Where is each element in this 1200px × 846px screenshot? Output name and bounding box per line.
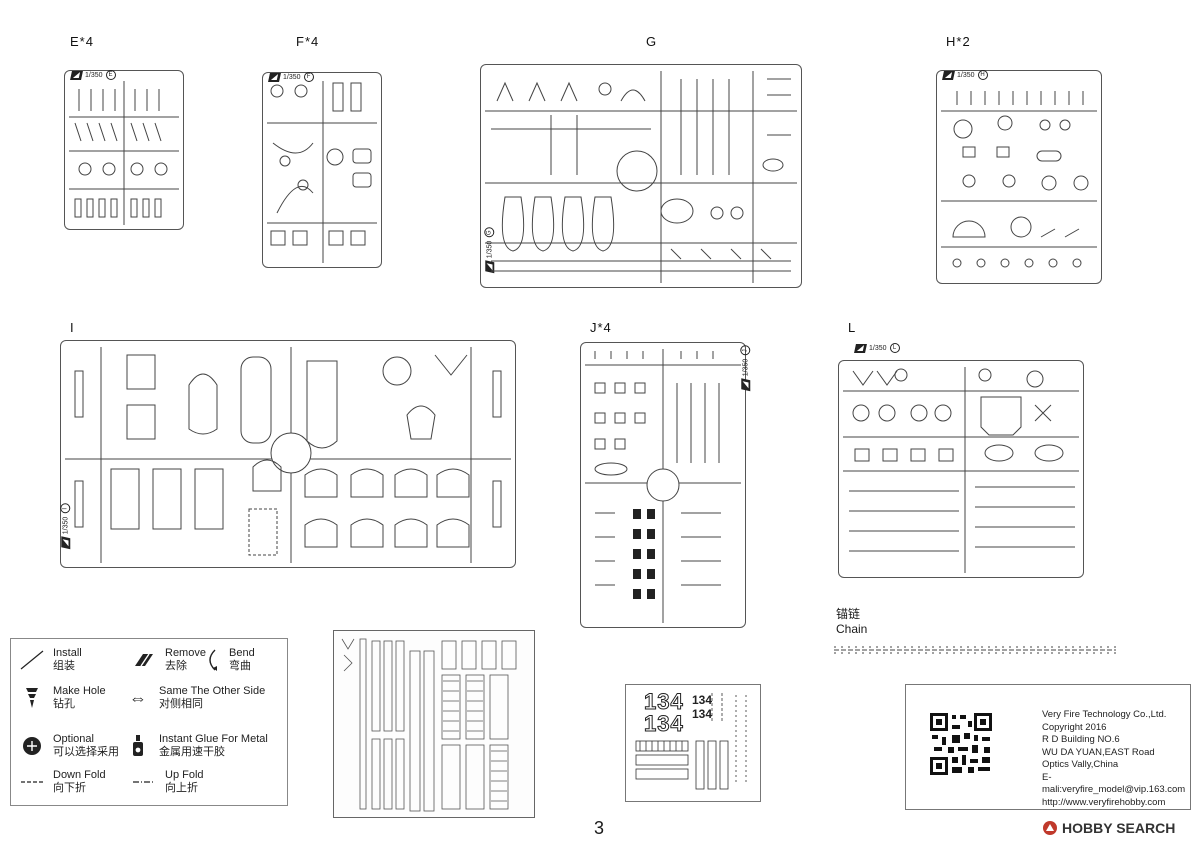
sprue-f: ◢ 1/350 F — [262, 72, 382, 268]
legend-make-hole-en: Make Hole — [53, 685, 106, 697]
sprue-circle-letter: L — [889, 343, 900, 353]
legend-down-fold-cn: 向下折 — [53, 782, 86, 794]
chain-drawing — [834, 646, 1116, 654]
chain-label: Chain — [836, 622, 868, 636]
decal-number-small: 134 — [692, 693, 713, 707]
legend-install-cn: 组装 — [53, 660, 75, 672]
sprue-label-j: J*4 — [590, 320, 612, 335]
sprue-j: ◢ 1/350 J — [580, 342, 751, 628]
scale-tag-l: ◢ 1/350 L — [854, 343, 900, 353]
drill-icon — [17, 685, 47, 711]
sprue-label-l: L — [848, 320, 857, 335]
scale-text: 1/350 — [957, 71, 975, 79]
legend-glue-en: Instant Glue For Metal — [159, 733, 268, 745]
sprue-e: ◢ 1/350 E — [64, 70, 184, 230]
sprue-circle-letter: E — [105, 70, 116, 80]
legend-bend-cn: 弯曲 — [229, 660, 251, 672]
double-arrow-icon: ⇔ — [129, 687, 147, 708]
legend-same-side-cn: 对侧相同 — [159, 698, 203, 710]
legend-glue-cn: 金属用速干胶 — [159, 746, 225, 758]
scale-tag-e: ◢ 1/350 E — [70, 70, 116, 80]
watermark-text: HOBBY SEARCH — [1062, 820, 1176, 836]
sprue-i-parts — [65, 347, 511, 563]
sprue-j-parts — [585, 349, 741, 623]
chain-label-cn: 锚链 — [836, 607, 861, 621]
decal-sheet: 134 134 134 134 — [625, 684, 761, 802]
sprue-i: ◢ 1/350 I — [60, 340, 516, 568]
sprue-h-parts — [941, 91, 1097, 268]
company-name: Very Fire Technology Co.,Ltd. — [1042, 709, 1167, 720]
legend-make-hole-cn: 钻孔 — [53, 698, 75, 710]
sprue-label-e: E*4 — [70, 34, 94, 49]
legend-install-en: Install — [53, 647, 82, 659]
sprue-circle-letter: H — [977, 70, 988, 80]
decal-number-small-2: 134 — [692, 707, 713, 721]
hobby-search-logo-icon — [1043, 821, 1057, 835]
sprue-tag-icon: ◢ — [854, 343, 867, 353]
sprue-g: ◢ 1/350 G — [480, 64, 802, 288]
scale-text: 1/350 — [869, 344, 887, 352]
legend-optional-cn: 可以选择采用 — [53, 746, 119, 758]
sprue-label-g: G — [646, 34, 658, 49]
sprue-l-parts — [843, 367, 1079, 573]
address-line-3: Optics Vally,China — [1042, 759, 1119, 770]
address-line-2: WU DA YUAN,EAST Road — [1042, 746, 1155, 758]
legend-bend-en: Bend — [229, 647, 255, 659]
legend-remove-en: Remove — [165, 647, 206, 659]
up-fold-icon — [129, 769, 159, 795]
copyright: Copyright 2016 — [1042, 721, 1107, 733]
sprue-circle-letter: F — [303, 72, 314, 82]
legend-remove-cn: 去除 — [165, 660, 187, 672]
legend-up-fold-en: Up Fold — [165, 769, 204, 781]
legend-optional-en: Optional — [53, 733, 94, 745]
page-number: 3 — [594, 818, 605, 838]
sprue-label-i: I — [70, 320, 75, 335]
scale-text: 1/350 — [283, 73, 301, 81]
company-info-text: Very Fire Technology Co.,Ltd. Copyright … — [1042, 709, 1190, 809]
legend-down-fold-en: Down Fold — [53, 769, 106, 781]
optional-circle-icon — [17, 733, 47, 759]
watermark: HOBBY SEARCH — [1042, 820, 1175, 836]
sprue-h: ◢ 1/350 H — [936, 70, 1102, 284]
bend-curve-icon — [201, 647, 223, 673]
sprue-l: ◢ 1/350 L — [838, 343, 1084, 578]
photo-etch-sheet — [333, 630, 535, 818]
legend-same-side-en: Same The Other Side — [159, 685, 266, 697]
sprue-e-parts — [69, 81, 179, 225]
remove-cutter-icon — [129, 647, 159, 673]
decal-flags — [635, 693, 747, 790]
decal-number-large-2: 134 — [644, 711, 684, 737]
company-info-box: Very Fire Technology Co.,Ltd. Copyright … — [905, 684, 1191, 810]
decal-number-large: 134 — [644, 689, 684, 715]
down-fold-icon — [17, 769, 47, 795]
install-arrow-icon — [17, 647, 47, 673]
scale-tag-h: ◢ 1/350 H — [942, 70, 988, 80]
website-link[interactable]: http://www.veryfirehobby.com — [1042, 796, 1166, 808]
sprue-f-parts — [267, 81, 377, 263]
glue-bottle-icon — [123, 733, 153, 759]
sprue-g-parts — [485, 71, 797, 283]
scale-text: 1/350 — [85, 71, 103, 79]
address-line-1: R D Building NO.6 — [1042, 734, 1120, 745]
email-link[interactable]: E-mali:veryfire_model@vip.163.com — [1042, 771, 1186, 796]
sprue-label-h: H*2 — [946, 34, 971, 49]
scale-tag-f: ◢ 1/350 F — [268, 72, 314, 82]
photo-etch-parts — [341, 638, 517, 812]
sprue-label-f: F*4 — [296, 34, 320, 49]
legend-up-fold-cn: 向上折 — [165, 782, 198, 794]
qr-code-icon — [928, 711, 994, 777]
